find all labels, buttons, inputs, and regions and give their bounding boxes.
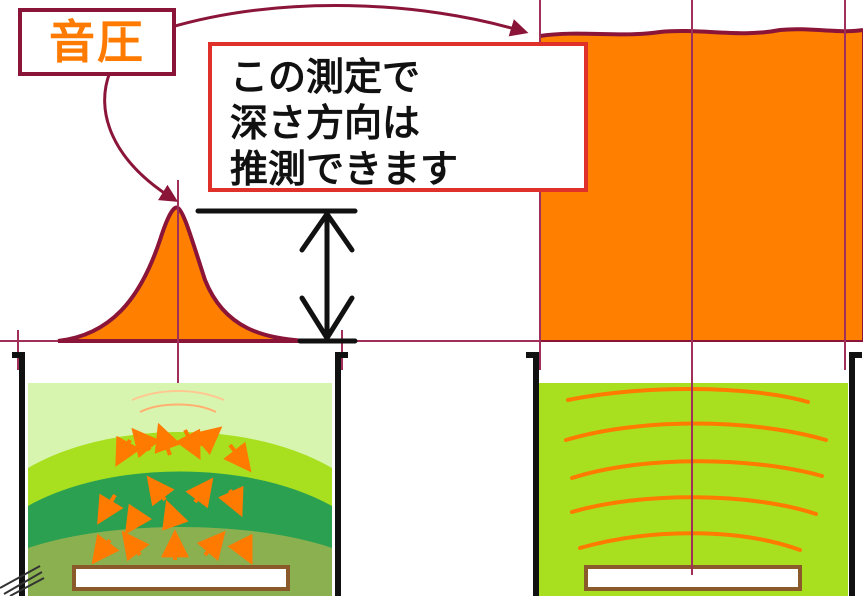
note-box: この測定で 深さ方向は 推測できます	[208, 42, 588, 192]
pressure-flat-top-line	[539, 27, 863, 38]
pressure-peak-curve	[57, 205, 306, 343]
arrowhead-icon	[131, 427, 161, 459]
scatter-arrows	[91, 422, 253, 566]
arrowhead-icon	[91, 533, 120, 565]
vessel-wall-right	[335, 352, 348, 596]
double-arrow-icon	[195, 208, 358, 344]
arrowhead-icon	[175, 428, 201, 460]
sound-pressure-label: 音圧	[18, 8, 176, 76]
arrowhead-icon	[185, 477, 214, 509]
vessel-wall-right	[849, 352, 862, 596]
arrowhead-icon	[162, 499, 189, 531]
arrowhead-icon	[154, 422, 181, 456]
left-vessel	[12, 352, 348, 596]
plane-wave-arcs	[564, 387, 828, 552]
arrowhead-icon	[227, 533, 253, 566]
arrowhead-icon	[146, 475, 175, 507]
note-line-2: 深さ方向は	[230, 101, 421, 145]
curved-pointer-arrow-icon	[167, 4, 529, 37]
note-line-1: この測定で	[230, 55, 421, 99]
wave-arc	[139, 403, 217, 413]
arrowhead-icon	[121, 530, 150, 562]
right-vessel	[526, 352, 862, 596]
wave-arc	[131, 390, 225, 401]
vessel-wall-left	[526, 352, 539, 596]
arrowhead-icon	[196, 530, 226, 562]
arrowhead-icon	[217, 485, 244, 518]
arrowhead-icon	[124, 503, 153, 535]
arrowhead-icon	[223, 441, 252, 473]
transducer	[72, 565, 290, 591]
curved-pointer-arrow-icon	[103, 71, 179, 202]
pressure-flat-block	[539, 28, 863, 342]
vessel-wall-left	[12, 352, 25, 596]
arrowhead-icon	[97, 493, 124, 525]
arrowhead-icon	[115, 435, 142, 467]
probe-pointer-icon	[0, 565, 45, 596]
arrowhead-icon	[191, 426, 223, 456]
note-line-3: 推測できます	[230, 147, 459, 191]
